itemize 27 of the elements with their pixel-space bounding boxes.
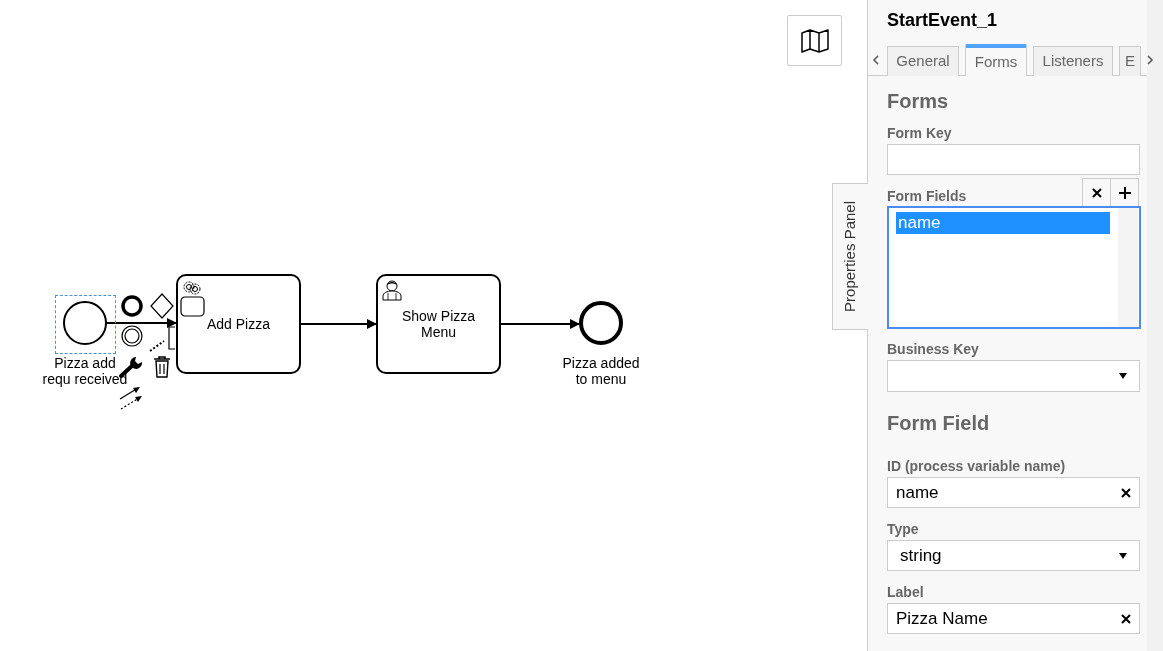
field-label: Form Fields <box>887 187 967 206</box>
event-label: Pizza added to menu <box>561 355 641 387</box>
panel-title: StartEvent_1 <box>887 9 998 32</box>
section-heading: Forms <box>887 89 949 114</box>
section-heading: Form Field <box>887 411 990 436</box>
input-field: name <box>887 477 1140 508</box>
field-label: ID (process variable name) <box>887 457 1066 476</box>
sequence-flow-arrow <box>300 319 377 329</box>
field-label: Business Key <box>887 340 979 359</box>
field-label: Type <box>887 520 919 539</box>
forms-tab: Forms <box>965 44 1027 76</box>
sequence-flow-arrow <box>106 318 177 328</box>
task-label: Show Pizza Menu <box>400 308 477 340</box>
field-label: Form Key <box>887 124 952 143</box>
sequence-flow-arrow <box>500 319 580 329</box>
properties-panel-tab: Properties Panel <box>832 183 868 330</box>
event-label: Pizza add requ received <box>41 355 129 387</box>
input-field: Pizza Name <box>887 603 1140 634</box>
task-box <box>176 274 301 374</box>
select-field: string <box>887 540 1140 571</box>
listeners-tab: Listeners <box>1033 46 1113 76</box>
field-label: Label <box>887 583 924 602</box>
list-item: name <box>896 212 1110 234</box>
task-box <box>376 274 501 374</box>
general-tab: General <box>887 46 959 76</box>
tab: E <box>1119 46 1141 76</box>
task-label: Add Pizza <box>206 316 270 332</box>
